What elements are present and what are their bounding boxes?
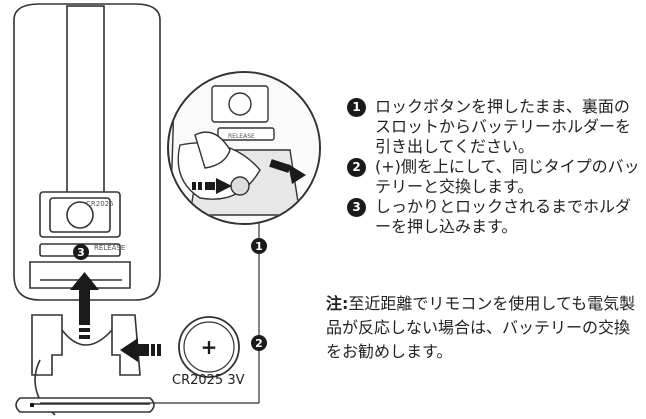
release-label: RELEASE [94,244,125,252]
battery-plus-symbol: + [201,335,218,359]
magnified-detail: RELEASE [167,71,321,225]
note-text: 至近距離でリモコンを使用しても電気製品が反応しない場合は、バッテリーの交換をお勧… [326,294,636,361]
note-label: 注: [326,294,349,313]
insert-arrow-up [70,272,99,339]
step-text-2: (+)側を上にして、同じタイプのバッテリーと交換します。 [375,157,640,196]
remote-control [13,3,161,301]
step-number-1: 1 [347,98,366,117]
coin-battery: + [178,316,240,378]
release-label-mag: RELEASE [228,133,255,140]
step-text-1: ロックボタンを押したまま、裏面のスロットからバッテリーホルダーを引き出してくださ… [375,97,632,156]
svg-text:2: 2 [255,337,263,350]
insert-arrow-left [120,338,161,362]
step-1: 1 ロックボタンを押したまま、裏面のスロットからバッテリーホルダーを引き出してく… [347,97,642,157]
step-text-3: しっかりとロックされるまでホルダーを押し込みます。 [375,197,632,236]
instruction-steps: 1 ロックボタンを押したまま、裏面のスロットからバッテリーホルダーを引き出してく… [347,97,642,237]
svg-text:1: 1 [255,240,263,253]
callout-3: 3 [73,244,89,260]
holder-label: CR2025 [86,200,114,208]
step-number-3: 3 [347,198,366,217]
battery-holder [15,314,155,416]
battery-model-label: CR2025 3V [172,373,245,388]
step-3: 3 しっかりとロックされるまでホルダーを押し込みます。 [347,197,642,237]
step-2: 2 (+)側を上にして、同じタイプのバッテリーと交換します。 [347,157,642,197]
note: 注:至近距離でリモコンを使用しても電気製品が反応しない場合は、バッテリーの交換を… [326,292,642,364]
step-number-2: 2 [347,158,366,177]
callout-1: 1 [251,238,267,254]
svg-text:3: 3 [77,246,85,259]
callout-2: 2 [251,335,267,351]
